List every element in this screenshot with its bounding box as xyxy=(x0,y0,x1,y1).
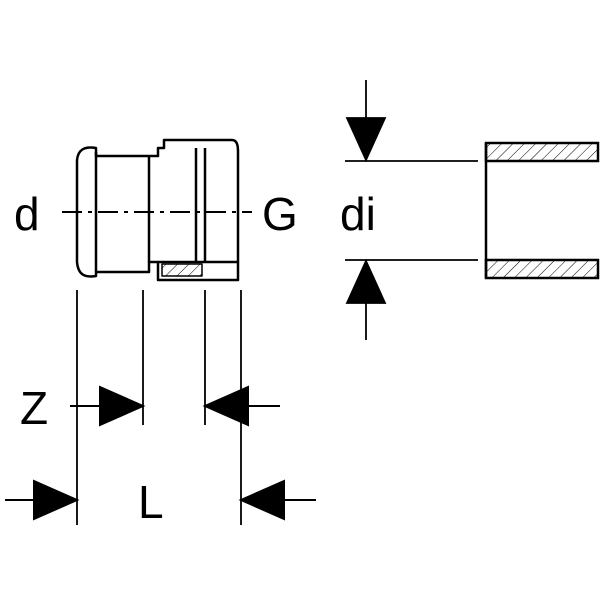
label-d: d xyxy=(14,188,40,240)
di-arrow-bottom xyxy=(345,258,387,304)
di-arrow-top xyxy=(345,117,387,163)
pipe-wall-bottom xyxy=(484,258,600,280)
z-arrow-right xyxy=(202,385,249,427)
l-arrow-left xyxy=(33,479,80,521)
pipe-wall-top xyxy=(484,141,600,163)
pipe xyxy=(484,141,600,280)
label-Z: Z xyxy=(20,382,48,434)
label-di: di xyxy=(340,188,376,240)
label-L: L xyxy=(138,476,164,528)
l-dimension xyxy=(5,479,316,521)
di-dimension xyxy=(345,80,478,340)
fitting-socket-outline xyxy=(75,138,240,278)
z-dimension xyxy=(70,385,280,427)
z-arrow-left xyxy=(99,385,146,427)
l-arrow-right xyxy=(238,479,285,521)
fitting-thread-region xyxy=(156,262,240,282)
fitting-thread-hatch xyxy=(161,263,203,277)
fitting xyxy=(75,138,240,282)
label-G: G xyxy=(262,188,298,240)
